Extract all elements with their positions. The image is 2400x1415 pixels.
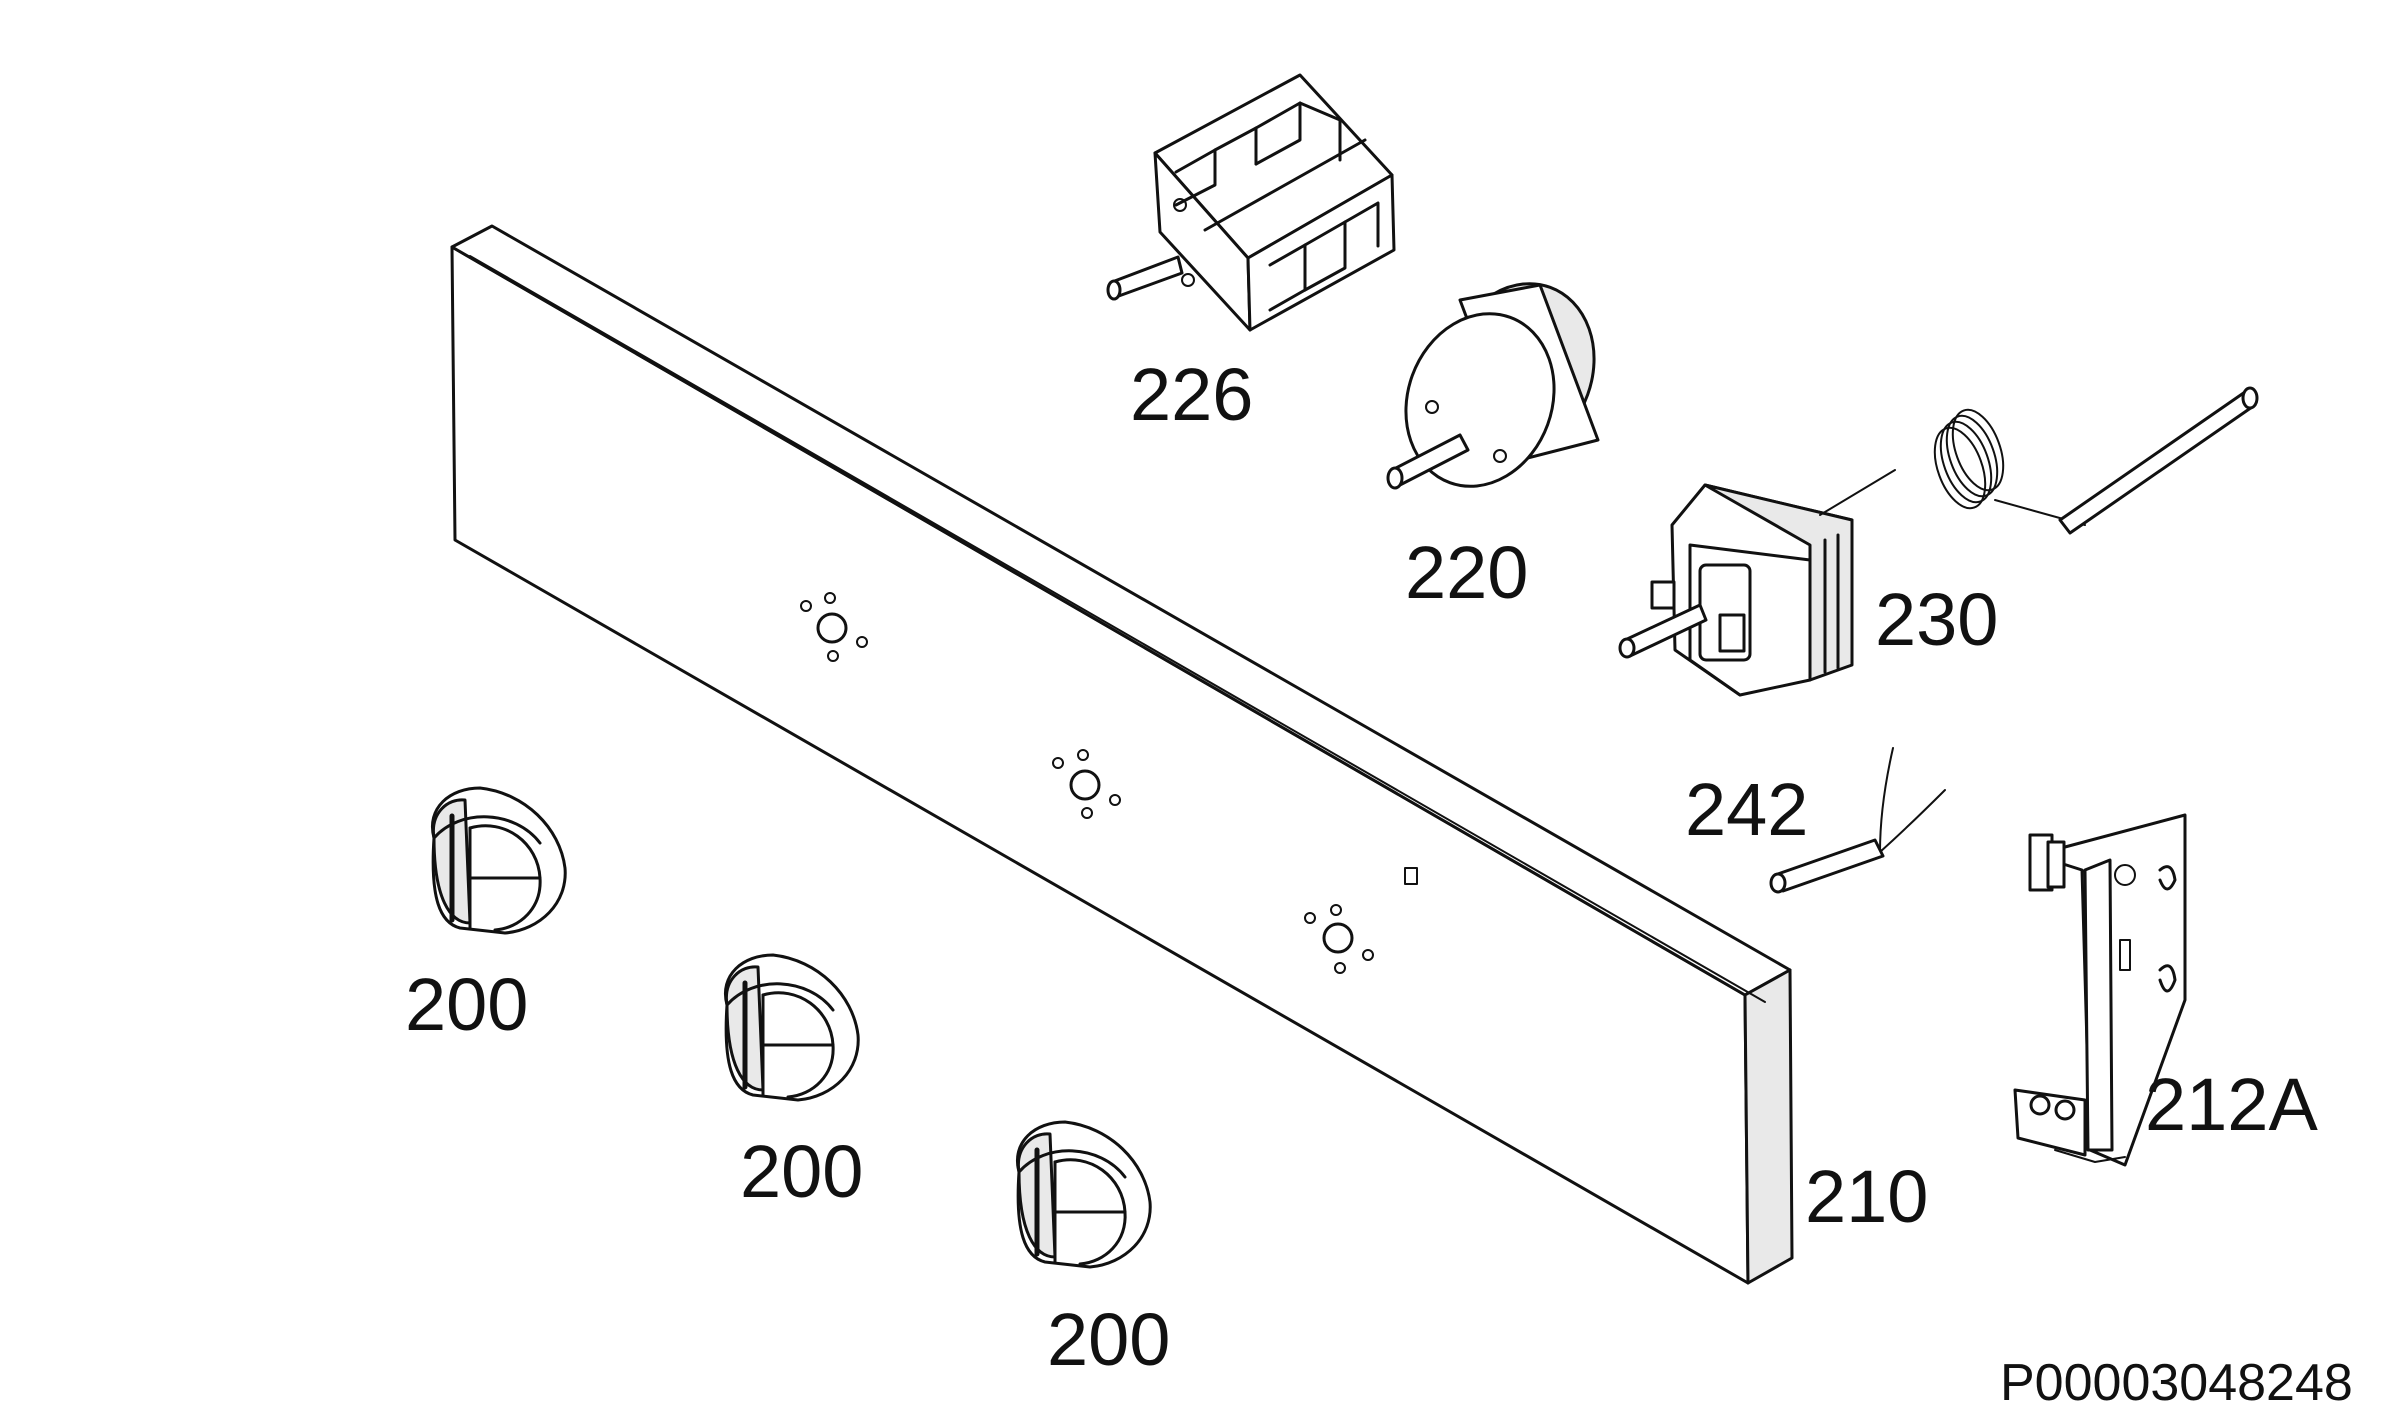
label-226: 226 bbox=[1130, 353, 1253, 436]
knob-200-1[interactable] bbox=[431, 786, 567, 935]
panel-hole-1 bbox=[800, 592, 868, 662]
label-212A: 212A bbox=[2145, 1063, 2318, 1146]
knob-200-3[interactable] bbox=[1016, 1120, 1152, 1269]
panel-hole-2 bbox=[1052, 749, 1121, 819]
label-200-2: 200 bbox=[740, 1130, 863, 1213]
thermostat-230[interactable] bbox=[1618, 386, 2259, 697]
timer-220[interactable] bbox=[1382, 263, 1618, 508]
label-230: 230 bbox=[1875, 578, 1998, 661]
drawing-code: P00003048248 bbox=[2000, 1354, 2353, 1412]
bracket-212A[interactable] bbox=[2013, 813, 2187, 1167]
lamp-window bbox=[1404, 867, 1418, 885]
label-200-3: 200 bbox=[1047, 1298, 1170, 1381]
label-242: 242 bbox=[1685, 768, 1808, 851]
label-210: 210 bbox=[1805, 1155, 1928, 1238]
indicator-lamp-242[interactable] bbox=[1769, 747, 1946, 894]
label-200-1: 200 bbox=[405, 963, 528, 1046]
panel-hole-3 bbox=[1304, 904, 1374, 974]
selector-switch-226[interactable] bbox=[1106, 73, 1396, 332]
label-220: 220 bbox=[1405, 531, 1528, 614]
knob-200-2[interactable] bbox=[724, 953, 860, 1102]
control-panel-210[interactable] bbox=[450, 224, 1794, 1285]
